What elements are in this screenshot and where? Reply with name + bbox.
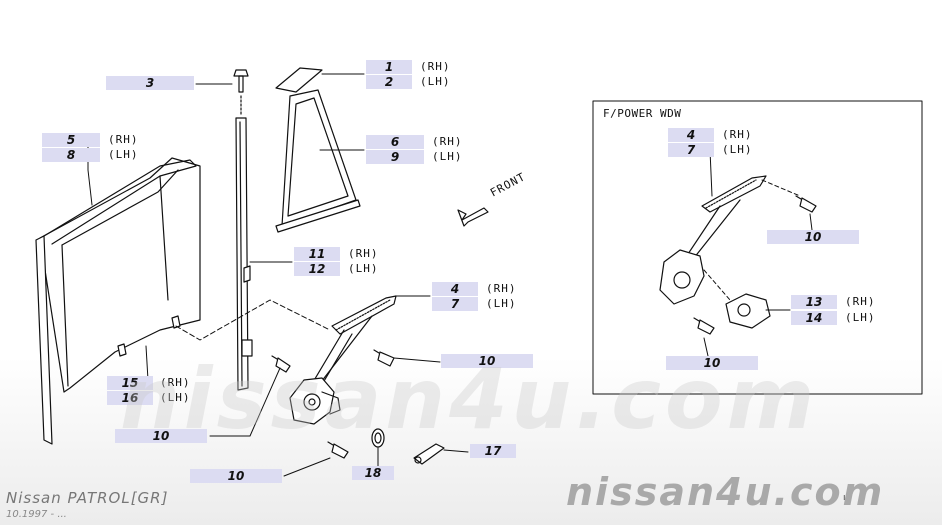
callout-2[interactable]: 2 xyxy=(366,75,412,89)
callout-10-main-bottom[interactable]: 10 xyxy=(190,469,282,483)
inset-title: F/POWER WDW xyxy=(603,107,682,120)
callout-4-main-side: (RH) xyxy=(486,282,517,295)
callout-5[interactable]: 5 xyxy=(42,133,100,147)
bolts-main xyxy=(271,349,445,465)
leader-lines xyxy=(87,73,813,477)
callout-10-inset-bottom[interactable]: 10 xyxy=(666,356,758,370)
callout-16-side: (LH) xyxy=(160,391,191,404)
callout-15[interactable]: 15 xyxy=(107,376,153,390)
inset-regulator xyxy=(659,175,817,335)
partition-sash xyxy=(275,67,361,233)
callout-11[interactable]: 11 xyxy=(294,247,340,261)
callout-3[interactable]: 3 xyxy=(106,76,194,90)
callout-14[interactable]: 14 xyxy=(791,311,837,325)
callout-1[interactable]: 1 xyxy=(366,60,412,74)
callout-18[interactable]: 18 xyxy=(352,466,394,480)
callout-10-inset-top[interactable]: 10 xyxy=(767,230,859,244)
callout-8-side: (LH) xyxy=(108,148,139,161)
vehicle-model: Nissan PATROL[GR] xyxy=(6,489,169,507)
callout-8[interactable]: 8 xyxy=(42,148,100,162)
callout-1-side: (RH) xyxy=(420,60,451,73)
callout-4-inset-side: (RH) xyxy=(722,128,753,141)
callout-14-side: (LH) xyxy=(845,311,876,324)
callout-13[interactable]: 13 xyxy=(791,295,837,309)
callout-11-side: (RH) xyxy=(348,247,379,260)
callout-10-main-left[interactable]: 10 xyxy=(115,429,207,443)
callout-12[interactable]: 12 xyxy=(294,262,340,276)
callout-5-side: (RH) xyxy=(108,133,139,146)
callout-4-main[interactable]: 4 xyxy=(432,282,478,296)
callout-17[interactable]: 17 xyxy=(470,444,516,458)
watermark-logo: nissan4u.com xyxy=(566,470,885,514)
callout-2-side: (LH) xyxy=(420,75,451,88)
callout-9[interactable]: 9 xyxy=(366,150,424,164)
callout-16[interactable]: 16 xyxy=(107,391,153,405)
callout-10-main-right[interactable]: 10 xyxy=(441,354,533,368)
power-window-inset-frame xyxy=(592,100,923,395)
corner-mark: ı xyxy=(843,493,846,503)
callout-6-side: (RH) xyxy=(432,135,463,148)
glass-run-channel xyxy=(235,117,253,391)
watermark-center: nissan4u.com xyxy=(120,350,819,448)
callout-9-side: (LH) xyxy=(432,150,463,163)
screw-part-3 xyxy=(233,69,249,115)
callout-13-side: (RH) xyxy=(845,295,876,308)
door-glass xyxy=(35,157,201,445)
callout-7-inset-side: (LH) xyxy=(722,143,753,156)
callout-4-inset[interactable]: 4 xyxy=(668,128,714,142)
window-regulator xyxy=(289,295,397,425)
callout-6[interactable]: 6 xyxy=(366,135,424,149)
callout-12-side: (LH) xyxy=(348,262,379,275)
callout-15-side: (RH) xyxy=(160,376,191,389)
callout-7-main[interactable]: 7 xyxy=(432,297,478,311)
callout-7-main-side: (LH) xyxy=(486,297,517,310)
callout-7-inset[interactable]: 7 xyxy=(668,143,714,157)
front-arrow-icon xyxy=(457,207,489,227)
production-date: 10.1997 - ... xyxy=(6,509,67,520)
